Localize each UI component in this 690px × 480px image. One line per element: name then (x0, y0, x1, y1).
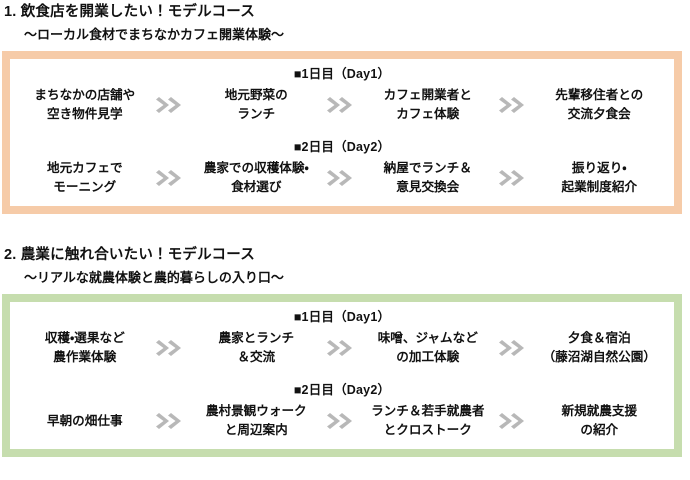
course-1-day-1: ■1日目（Day1） まちなかの店舗や空き物件見学 地元野菜のランチ (10, 59, 674, 135)
step[interactable]: ランチ＆若手就農者とクロストーク (371, 404, 485, 437)
double-chevron-right-icon (497, 408, 531, 434)
course-2-day-1-label: ■1日目（Day1） (293, 309, 391, 324)
step[interactable]: 納屋でランチ＆意見交換会 (383, 161, 472, 194)
course-1-title: 1. 飲食店を開業したい！モデルコース (4, 4, 255, 20)
course-2-flow-box: ■1日目（Day1） 収穫・選果など農作業体験 農家とランチ＆交流 (2, 293, 682, 457)
course-1-subtitle: 〜ローカル食材でまちなかカフェ開業体験〜 (24, 27, 285, 43)
double-chevron-right-icon (154, 408, 188, 434)
course-1-day-1-steps: まちなかの店舗や空き物件見学 地元野菜のランチ (10, 80, 674, 135)
double-chevron-right-icon (497, 335, 531, 361)
double-chevron-right-icon (325, 165, 359, 191)
course-1-day-2: ■2日目（Day2） 地元カフェでモーニング 農家での収穫体験・食材選び (10, 135, 674, 206)
step[interactable]: カフェ開業者とカフェ体験 (383, 88, 472, 121)
step[interactable]: 振り返り・起業制度紹介 (561, 161, 638, 194)
course-1-day-1-label: ■1日目（Day1） (293, 66, 391, 81)
course-2-day-2: ■2日目（Day2） 早朝の畑仕事 農村景観ウォークと周辺案内 (10, 378, 674, 449)
double-chevron-right-icon (154, 335, 188, 361)
step[interactable]: 収穫・選果など農作業体験 (44, 331, 125, 364)
step[interactable]: 地元カフェでモーニング (46, 161, 123, 194)
double-chevron-right-icon (154, 92, 188, 118)
step[interactable]: 先輩移住者との交流夕食会 (555, 88, 644, 121)
course-2-day-1: ■1日目（Day1） 収穫・選果など農作業体験 農家とランチ＆交流 (10, 302, 674, 378)
step[interactable]: 早朝の畑仕事 (46, 413, 123, 428)
double-chevron-right-icon (325, 92, 359, 118)
step[interactable]: 味噌、ジャムなどの加工体験 (377, 331, 478, 364)
course-1-flow-box: ■1日目（Day1） まちなかの店舗や空き物件見学 地元野菜のランチ (2, 50, 682, 214)
double-chevron-right-icon (154, 165, 188, 191)
step[interactable]: 農家での収穫体験・食材選び (203, 161, 309, 194)
double-chevron-right-icon (325, 335, 359, 361)
double-chevron-right-icon (497, 92, 531, 118)
course-2-title: 2. 農業に触れ合いたい！モデルコース (4, 247, 255, 263)
course-2-day-2-label: ■2日目（Day2） (293, 382, 391, 397)
course-2-subtitle: 〜リアルな就農体験と農的暮らしの入り口〜 (24, 270, 284, 286)
course-section-1: 1. 飲食店を開業したい！モデルコース 〜ローカル食材でまちなかカフェ開業体験〜… (0, 0, 690, 214)
step[interactable]: まちなかの店舗や空き物件見学 (34, 88, 136, 121)
step[interactable]: 新規就農支援の紹介 (561, 404, 638, 437)
course-2-day-1-steps: 収穫・選果など農作業体験 農家とランチ＆交流 味 (10, 323, 674, 378)
course-1-day-2-steps: 地元カフェでモーニング 農家での収穫体験・食材選び (10, 153, 674, 206)
step[interactable]: 農家とランチ＆交流 (218, 331, 295, 364)
step[interactable]: 夕食＆宿泊（藤沼湖自然公園） (542, 331, 656, 364)
course-1-day-2-label: ■2日目（Day2） (293, 139, 391, 154)
double-chevron-right-icon (497, 165, 531, 191)
step[interactable]: 農村景観ウォークと周辺案内 (205, 404, 307, 437)
double-chevron-right-icon (325, 408, 359, 434)
course-section-2: 2. 農業に触れ合いたい！モデルコース 〜リアルな就農体験と農的暮らしの入り口〜… (0, 243, 690, 457)
step[interactable]: 地元野菜のランチ (224, 88, 288, 121)
course-2-day-2-steps: 早朝の畑仕事 農村景観ウォークと周辺案内 ランチ (10, 396, 674, 449)
